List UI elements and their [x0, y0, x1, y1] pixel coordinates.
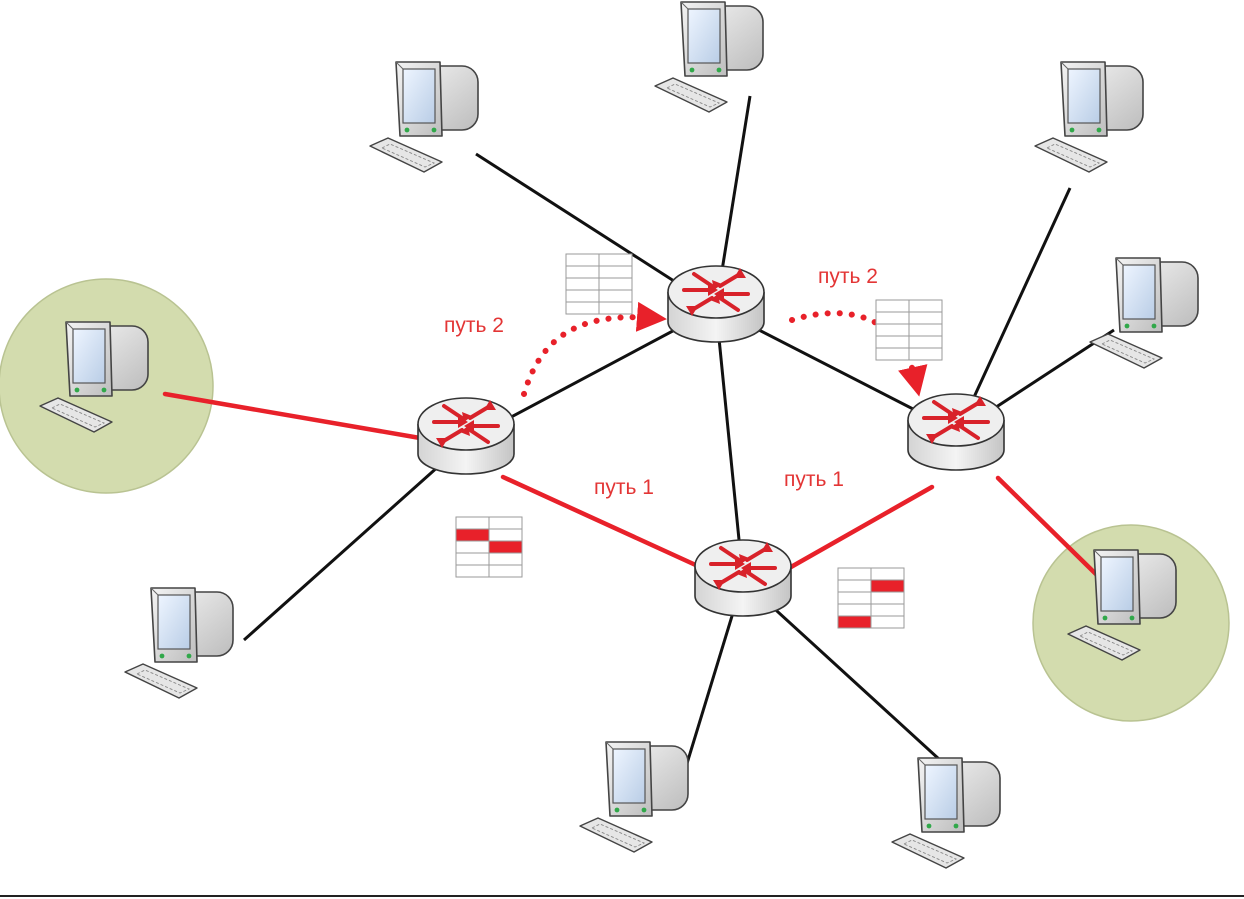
routing-table-icon — [565, 253, 633, 315]
link-top-router-to-bottom-router — [714, 307, 745, 581]
routing-table-cell — [870, 591, 905, 605]
routing-table-cell — [598, 301, 633, 315]
routing-table-cell — [870, 567, 905, 581]
routing-table-cell — [455, 516, 490, 530]
routing-table-cell-active — [488, 540, 523, 554]
path1-source-to-left-router — [162, 391, 423, 441]
routing-table-cell — [870, 603, 905, 617]
routing-table-cell — [837, 591, 872, 605]
routing-table-cell — [488, 516, 523, 530]
path1-bottom-router-to-right-router — [788, 484, 935, 570]
routing-table-cell — [598, 277, 633, 291]
routing-table-icon — [837, 567, 905, 629]
routing-table-cell — [565, 289, 600, 303]
routing-table-icon — [875, 299, 943, 361]
path1-left-router-to-bottom-router — [500, 474, 703, 570]
routing-table-cell — [565, 253, 600, 267]
computer-icon[interactable] — [579, 741, 689, 853]
routing-table-cell — [875, 347, 910, 361]
routing-table-cell — [837, 579, 872, 593]
label-path-2-right: путь 2 — [818, 265, 878, 288]
path-2-arrow-left — [521, 301, 667, 397]
computer-icon[interactable] — [369, 61, 479, 173]
routing-table-cell — [837, 603, 872, 617]
routing-table-icon — [455, 516, 523, 578]
path-1-links — [162, 391, 1107, 585]
routing-table-cell — [565, 265, 600, 279]
routing-table-cell — [455, 552, 490, 566]
router-icon[interactable] — [693, 538, 793, 618]
computer-icon[interactable] — [1089, 257, 1199, 369]
routing-table-cell-active — [870, 579, 905, 593]
routing-table-cell — [565, 277, 600, 291]
computer-icon[interactable] — [124, 587, 234, 699]
routing-table-cell-active — [455, 528, 490, 542]
routing-table-cell — [875, 311, 910, 325]
routing-table-cell — [488, 528, 523, 542]
path1-right-router-to-destination — [995, 475, 1107, 585]
routing-table-cell — [598, 265, 633, 279]
routing-table-cell — [875, 323, 910, 337]
router-icon[interactable] — [906, 392, 1006, 472]
routing-table-cell — [875, 335, 910, 349]
router-icon[interactable] — [416, 396, 516, 476]
link-left-router-to-pc-bottom-left — [243, 438, 469, 642]
routing-table-cell-active — [837, 615, 872, 629]
routing-table-cell — [875, 299, 910, 313]
routing-table-cell — [908, 335, 943, 349]
routing-table-cell — [455, 540, 490, 554]
routing-table-cell — [908, 323, 943, 337]
computer-icon[interactable] — [891, 757, 1001, 869]
label-path-1-left: путь 1 — [594, 476, 654, 499]
routing-table-cell — [908, 347, 943, 361]
computer-icon[interactable] — [654, 1, 764, 113]
routing-table-cell — [870, 615, 905, 629]
routing-table-cell — [908, 299, 943, 313]
routing-table-cell — [837, 567, 872, 581]
routing-table-cell — [598, 253, 633, 267]
link-right-router-to-pc-upper-right — [956, 187, 1072, 433]
routing-table-cell — [598, 289, 633, 303]
routing-table-cell — [455, 564, 490, 578]
computer-icon[interactable] — [1034, 61, 1144, 173]
routing-table-cell — [488, 552, 523, 566]
label-path-2-left: путь 2 — [444, 314, 504, 337]
label-path-1-right: путь 1 — [784, 468, 844, 491]
routing-table-cell — [908, 311, 943, 325]
routing-table-cell — [565, 301, 600, 315]
routing-table-cell — [488, 564, 523, 578]
router-icon[interactable] — [666, 264, 766, 344]
